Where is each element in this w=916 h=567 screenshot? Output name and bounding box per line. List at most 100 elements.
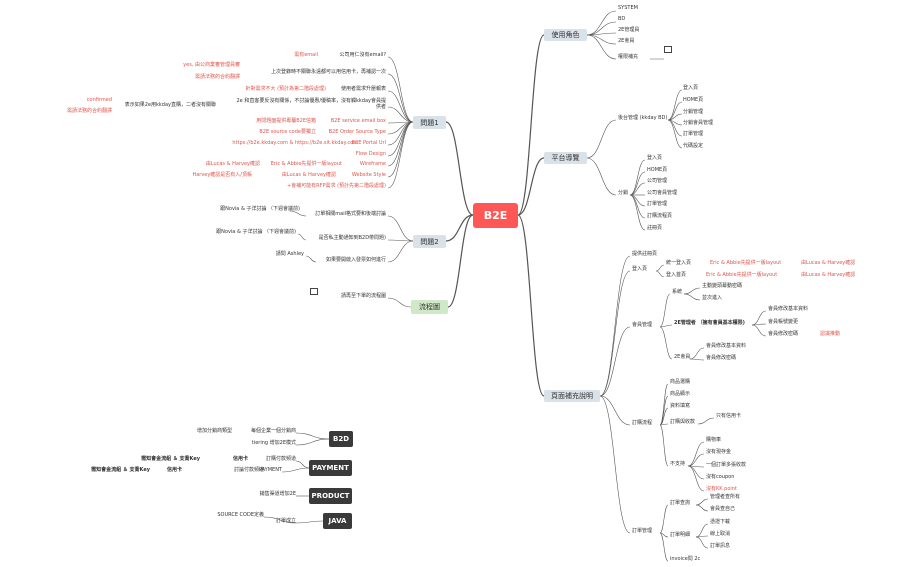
connector <box>659 532 669 538</box>
connector <box>659 383 669 426</box>
q1-answer: 由Lucas & Harvey確認 <box>205 161 260 167</box>
q1-legal: 需請法務的合約翻譯 <box>66 108 112 114</box>
backend-item: 訂單管理 <box>683 131 704 137</box>
q1-item: 上次登錄時不關聯永遠都可以用信用卡，再補認一次 <box>270 69 386 75</box>
frontend-item: HOME頁 <box>647 167 668 173</box>
backend-item: 登入頁 <box>683 85 699 91</box>
connector <box>655 270 665 278</box>
connector <box>659 324 673 328</box>
order-flow-item: 商品顯示 <box>670 391 691 397</box>
connector <box>629 194 646 219</box>
connector <box>687 441 705 467</box>
member-admin: 2E管理者 （擁有會員基本權限) <box>674 320 745 326</box>
node-q1[interactable]: 問題1 <box>413 116 446 129</box>
nosupport-item: 一個訂單多張收款 <box>706 462 747 468</box>
connector <box>517 157 545 216</box>
connector <box>387 121 414 189</box>
q1-answer: 由Lucas & Harvey確認 <box>281 172 336 178</box>
connector <box>683 293 701 301</box>
order-detail-item: 訂單訊息 <box>710 543 731 549</box>
empty-node[interactable] <box>664 46 672 53</box>
q1-item: 使用者需求升壓報表 <box>340 86 386 92</box>
q1-answer: Harvey確認是否有入/頂帳 <box>192 172 252 178</box>
role-perm: 權限補充 <box>618 54 639 60</box>
node-platform[interactable]: 平台導覽 <box>544 152 587 164</box>
backend-item: HOME頁 <box>683 97 704 103</box>
root-node[interactable]: B2E <box>473 203 518 228</box>
connector <box>751 310 767 326</box>
b2d-item: 每個企業一個分銷商 <box>250 428 296 434</box>
order-mgmt-label: 訂單管理 <box>632 528 653 534</box>
b2d-answer: 增加分銷商類型 <box>196 428 232 434</box>
connector <box>599 270 631 397</box>
member-member-item: 會員修改基本資料 <box>706 343 747 349</box>
login-note: 由Lucas & Harvey確認 <box>801 272 856 278</box>
member-admin-item: 會員帳號變更 <box>768 319 799 325</box>
node-java[interactable]: JAVA <box>323 513 352 529</box>
connector <box>629 194 646 231</box>
backend-label: 後台管理 (kkday BD) <box>618 115 668 121</box>
connector <box>683 287 701 295</box>
frontend-item: 公司會員管理 <box>647 190 678 196</box>
connector <box>445 214 474 242</box>
connector <box>305 255 317 263</box>
order-invoice: invoice問 2c <box>670 556 701 562</box>
node-product[interactable]: PRODUCT <box>309 488 352 504</box>
connector <box>586 21 617 36</box>
q1-item: Flow Design <box>355 151 386 157</box>
connector <box>655 264 665 272</box>
q1-answer: 用問題面提供專屬B2E信箱 <box>256 118 316 124</box>
connector <box>387 90 414 123</box>
q1-item: Website Style <box>351 172 386 178</box>
backend-item: 分銷會員管理 <box>683 120 714 126</box>
payment-note: 需知會金流組 ＆ 支喬Key <box>141 456 200 462</box>
role-item: BD <box>618 16 626 22</box>
nosupport-item: 沒有KK point <box>706 486 737 492</box>
login-item: 統一登入頁 <box>666 260 692 266</box>
empty-node[interactable] <box>310 288 318 295</box>
connector <box>751 324 767 337</box>
node-page-notes[interactable]: 頁面補充說明 <box>544 390 600 402</box>
connector <box>263 516 297 524</box>
connector <box>387 56 414 123</box>
login-note: Eric & Abbie先提供一版layout <box>706 272 778 278</box>
connector <box>659 504 669 534</box>
q1-answer: Eric & Abbie先提供一版layout <box>270 161 342 167</box>
connector <box>667 89 683 121</box>
q2-item: 如果要開啟入發票如何進行 <box>325 257 386 263</box>
node-roles[interactable]: 使用角色 <box>544 29 587 41</box>
member-system-item: 並次進入 <box>702 295 723 301</box>
connector <box>295 432 330 440</box>
payment-item: PAYMENT <box>258 467 282 473</box>
node-flow[interactable]: 流程圖 <box>411 300 448 314</box>
connector <box>387 240 414 263</box>
connector <box>687 465 705 480</box>
node-b2d[interactable]: B2D <box>329 431 353 447</box>
member-admin-item: 會員修改基本資料 <box>768 306 809 312</box>
payment-method: 信用卡 <box>166 467 182 473</box>
order-flow-label: 訂購流程 <box>632 420 653 426</box>
connector <box>599 395 631 426</box>
connector <box>659 395 669 426</box>
connector <box>629 182 646 196</box>
member-member: 2E會員 <box>674 354 691 360</box>
connector <box>695 523 709 538</box>
frontend-item: 訂單管理 <box>647 201 668 207</box>
member-label: 會員管理 <box>632 322 653 328</box>
login-label: 登入頁 <box>632 266 648 272</box>
order-query-item: 會員查自己 <box>710 506 736 512</box>
payment-note: 需知會金流組 ＆ 支喬Key <box>91 467 150 473</box>
nosupport-label: 不支持 <box>670 461 686 467</box>
backend-item: 代碼設定 <box>683 143 704 149</box>
connector <box>387 239 414 242</box>
connector <box>659 407 669 426</box>
order-flow-card: 只有信用卡 <box>716 413 742 419</box>
connector <box>687 465 705 492</box>
q1-item: B2E Portal Url <box>351 140 386 146</box>
login-note: 由Lucas & Harvey確認 <box>801 260 856 266</box>
node-payment[interactable]: PAYMENT <box>309 460 352 476</box>
flow-item: 請再至下單的流程圖 <box>340 293 386 299</box>
member-system-item: 主動變頭幕動密碼 <box>702 283 743 289</box>
node-q2[interactable]: 問題2 <box>413 235 446 248</box>
q1-item: Wireframe <box>359 161 386 167</box>
